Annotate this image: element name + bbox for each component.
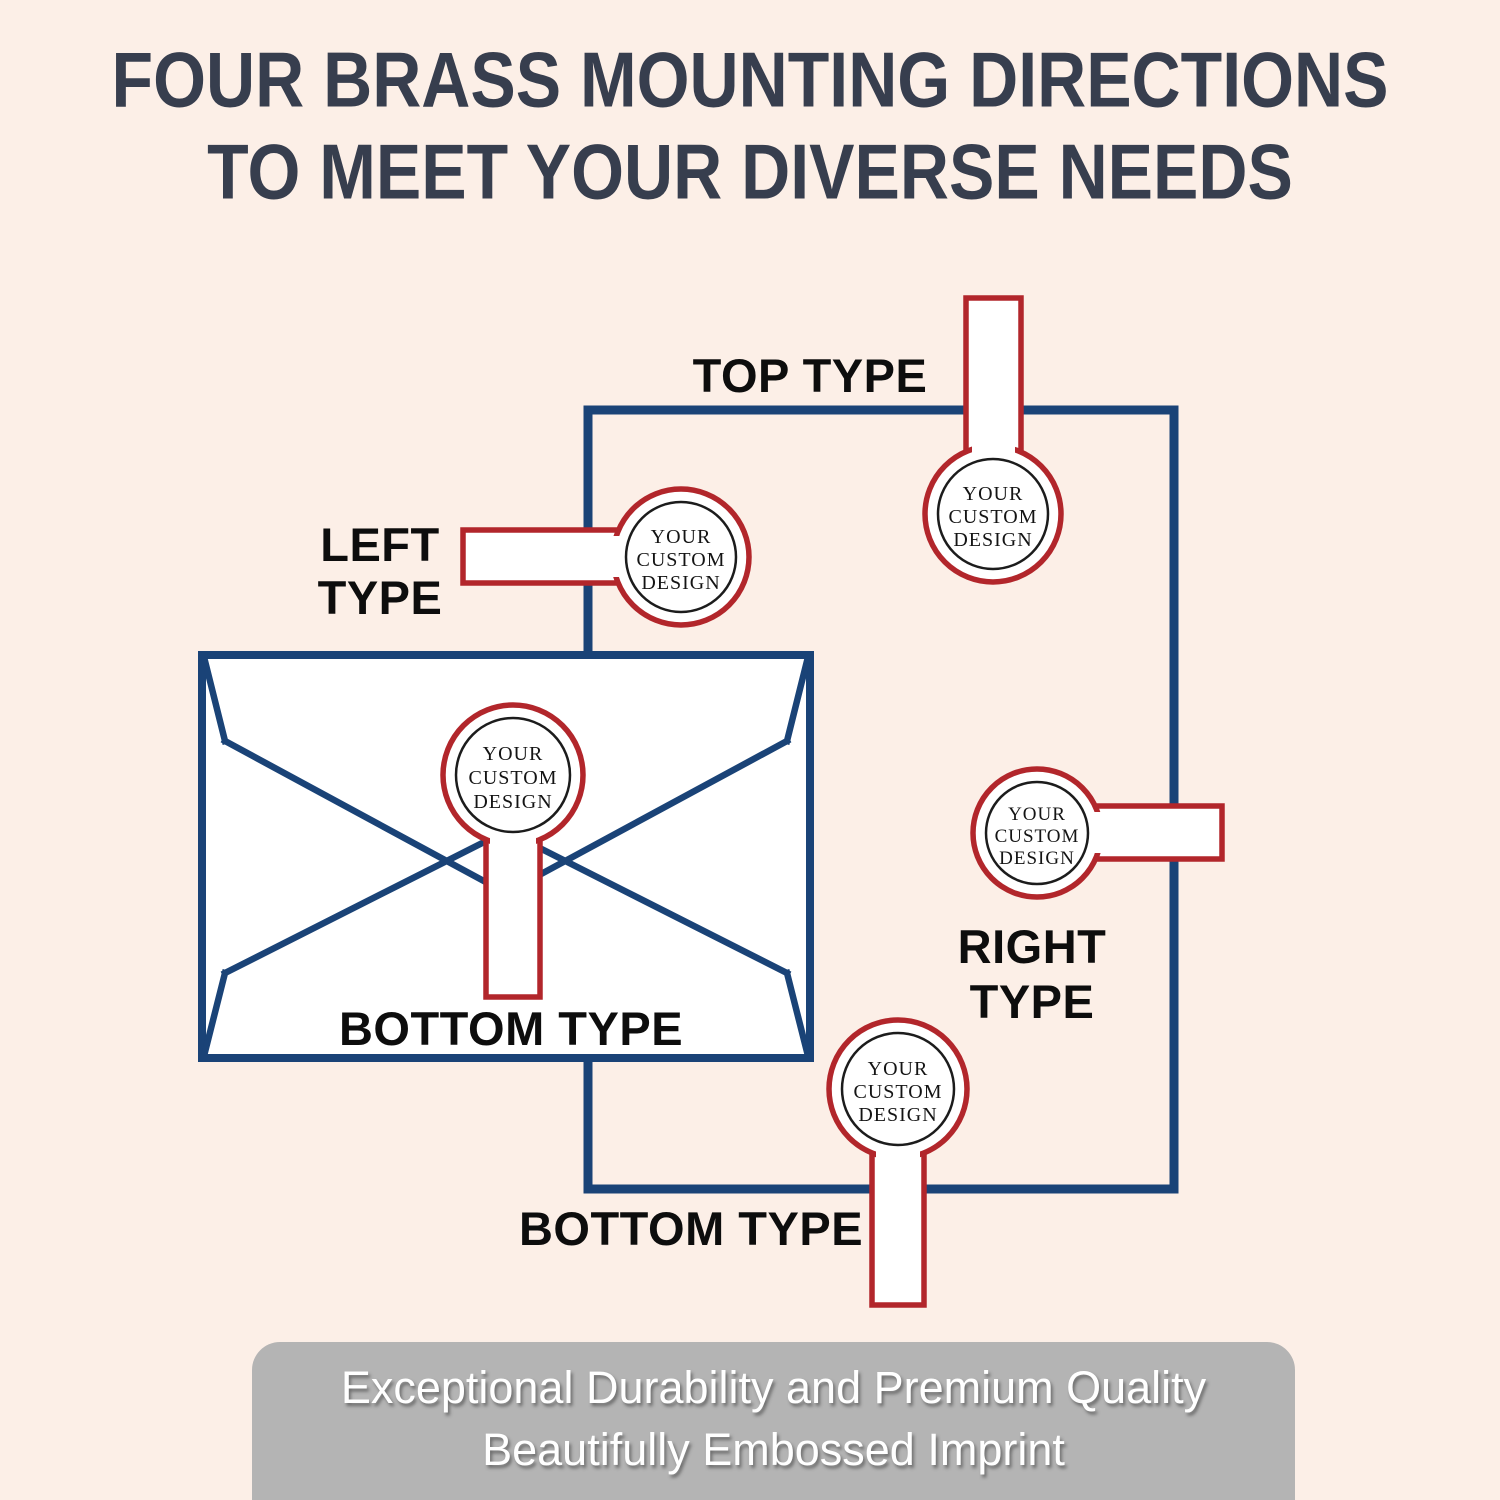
right-type-label-line-1: RIGHT [958,920,1107,973]
stamp-handle [963,295,1024,461]
wax-stamp-bottom: YOUR CUSTOM DESIGN [826,1017,970,1308]
stamp-design-text-line-2: CUSTOM [995,826,1080,847]
stamp-inner-ring [984,780,1090,886]
stamp-design-text-line-2: CUSTOM [469,767,558,789]
stamp-inner-ring [936,457,1050,571]
banner-line-2: Beautifully Embossed Imprint [482,1424,1065,1475]
stamp-design-text-line-2: CUSTOM [949,506,1038,528]
stamp-joint [490,832,536,856]
left-type-label-line-1: LEFT [320,518,439,571]
stamp-joint [972,436,1015,460]
feature-banner: Exceptional Durability and Premium Quali… [252,1342,1295,1500]
stamp-design-text-line-1: YOUR [651,526,712,548]
stamp-joint [876,1146,920,1170]
page-title-line-1: FOUR BRASS MOUNTING DIRECTIONS [111,36,1389,124]
stamp-design-text-line-2: CUSTOM [637,549,726,571]
envelope-bottom-type-label: BOTTOM TYPE [339,1002,683,1055]
stamp-design-text-line-3: DESIGN [858,1104,937,1126]
stamp-inner-ring [840,1031,956,1147]
stamp-design-text-line-3: DESIGN [999,848,1075,869]
stamp-design-text-line-1: YOUR [868,1058,929,1080]
stamp-design-text-line-1: YOUR [483,743,544,765]
right-type-label-line-2: TYPE [970,975,1095,1028]
banner-line-1: Exceptional Durability and Premium Quali… [340,1362,1207,1413]
stamp-design-text-line-3: DESIGN [953,529,1032,551]
wax-stamp-center: YOUR CUSTOM DESIGN [440,702,586,1000]
wax-stamp-left: YOUR CUSTOM DESIGN [460,486,752,628]
stamp-joint [1093,812,1115,853]
wax-stamp-right: YOUR CUSTOM DESIGN [970,766,1225,900]
left-type-label-line-2: TYPE [318,571,443,624]
stamp-design-text-line-3: DESIGN [473,791,552,813]
wax-stamp-top: YOUR CUSTOM DESIGN [922,295,1064,585]
page-title-line-2: TO MEET YOUR DIVERSE NEEDS [207,128,1293,216]
top-type-label: TOP TYPE [693,349,928,402]
page-title: FOUR BRASS MOUNTING DIRECTIONS TO MEET Y… [0,34,1500,218]
bottom-type-label: BOTTOM TYPE [519,1202,863,1255]
stamp-inner-ring [454,716,572,834]
stamp-design-text-line-2: CUSTOM [854,1081,943,1103]
stamp-design-text-line-3: DESIGN [641,572,720,594]
stamp-design-text-line-1: YOUR [963,483,1024,505]
stamp-design-text-line-1: YOUR [1008,804,1066,825]
stamp-handle [460,527,626,586]
stamp-inner-ring [624,500,738,614]
